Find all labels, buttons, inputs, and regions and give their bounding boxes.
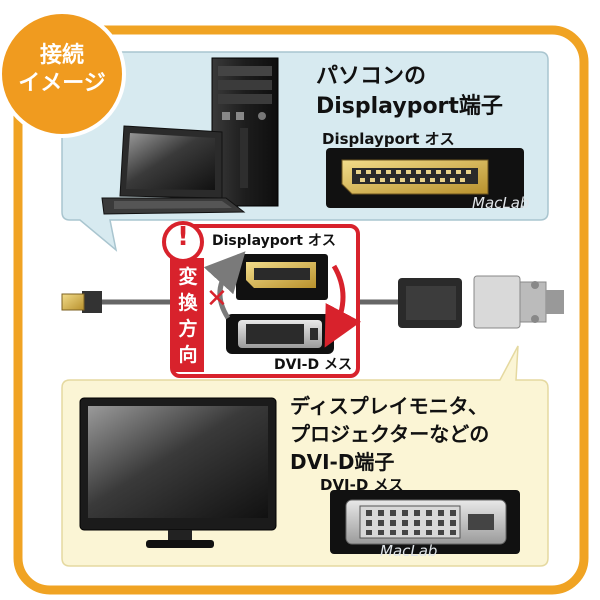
cable-dvi-adapter — [398, 278, 462, 328]
red-arrow — [324, 264, 362, 348]
cross-icon: ✕ — [206, 284, 228, 314]
badge-line-1: 接続 — [39, 43, 84, 68]
cable-displayport-plug — [61, 291, 102, 313]
monitor-port-label: DVI-D メス — [320, 476, 404, 494]
desktop-tower — [211, 57, 279, 207]
monitor-title-line-3: DVI-D端子 — [290, 450, 395, 474]
direction-char-3: 方 — [178, 318, 198, 340]
pc-displayport-connector — [326, 148, 524, 208]
pc-panel-title-line-1: パソコンの — [316, 64, 427, 89]
monitor — [79, 397, 277, 548]
laptop — [101, 125, 246, 215]
direction-char-4: 向 — [178, 344, 198, 366]
pc-panel-title-line-2: Displayport端子 — [316, 94, 503, 119]
monitor-watermark: MacLab — [380, 542, 438, 560]
pc-port-label: Displayport オス — [322, 130, 455, 148]
monitor-title-line-2: プロジェクターなどの — [290, 422, 490, 446]
direction-char-2: 換 — [178, 292, 198, 314]
warning-icon: ! — [177, 222, 189, 252]
adapter-displayport-connector — [236, 254, 328, 300]
adapter-dvi-connector — [226, 314, 334, 354]
pc-watermark: MacLab — [472, 194, 530, 212]
adapter-bottom-label: DVI-D メス — [274, 357, 352, 373]
direction-char-1: 変 — [178, 266, 198, 288]
adapter-top-label: Displayport オス — [212, 233, 336, 249]
monitor-title-line-1: ディスプレイモニタ、 — [290, 394, 488, 418]
gray-arrow — [203, 251, 246, 320]
dvi-male-plug — [473, 275, 564, 329]
badge-circle — [0, 10, 126, 138]
badge-line-2: イメージ — [18, 71, 106, 96]
monitor-dvi-connector — [330, 490, 520, 554]
